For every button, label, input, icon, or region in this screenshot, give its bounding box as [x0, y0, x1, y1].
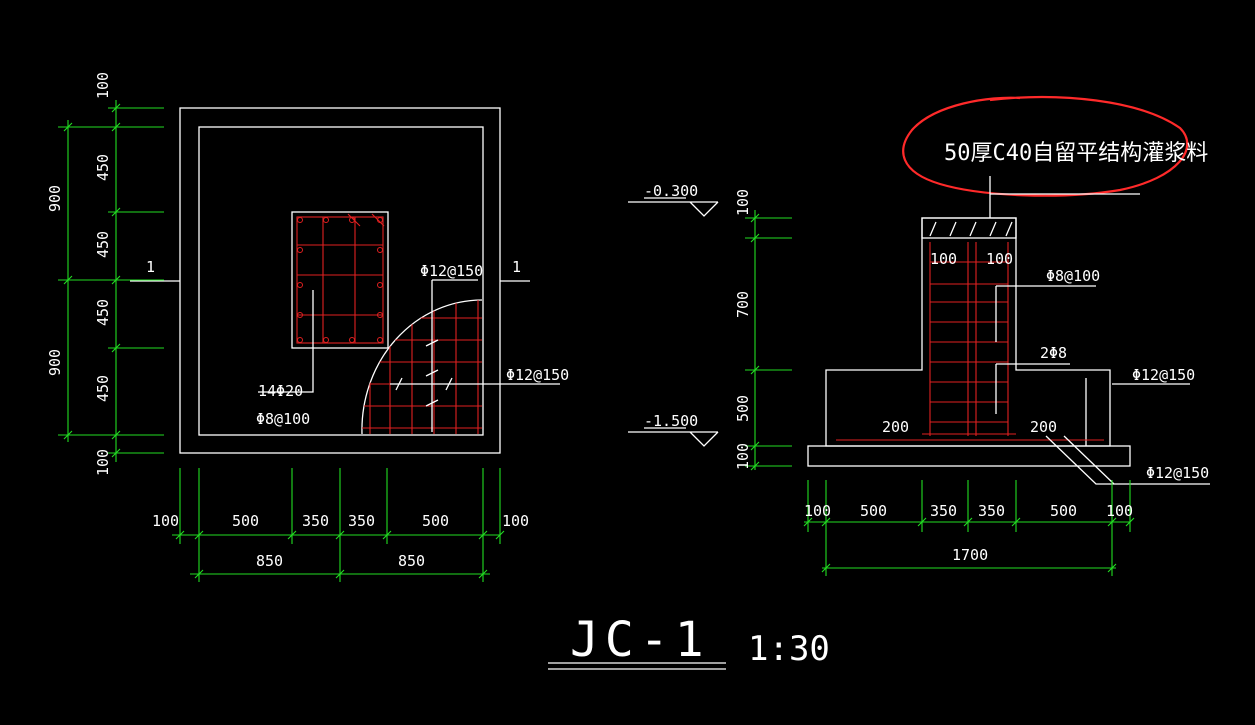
plan-bottom-dim-3: 350: [302, 512, 329, 530]
drawing-scale: 1:30: [748, 629, 830, 669]
section-bottom-dimensions: [803, 480, 1135, 576]
plan-left-dim-4: 450: [94, 299, 112, 326]
elevation-top-label: -0.300: [644, 182, 698, 200]
anchor-right-label: 200: [1030, 418, 1057, 436]
bar-leader: [995, 363, 1070, 414]
section-rebar: [836, 242, 1104, 441]
section-view: -0.300 -1.500 100 700 500 100: [628, 95, 1210, 576]
section-bottom-total: 1700: [952, 546, 988, 564]
section-mark-right: 1: [512, 258, 521, 276]
elevation-marker-bottom: [628, 427, 719, 447]
plan-bottom-dimensions: [172, 468, 505, 582]
title-underline: [548, 662, 726, 670]
grout-note-text: 50厚C40自留平结构灌浆料: [944, 141, 1208, 166]
plan-view: 1 1 14Φ20 Φ8@100 Φ12@150 Φ12@150 100 450…: [46, 72, 569, 582]
mesh-right-label: Φ12@150: [506, 366, 569, 384]
plan-left-dim-1: 100: [94, 72, 112, 99]
plan-bottom-dim-2: 500: [232, 512, 259, 530]
plan-left-dim-6: 100: [94, 449, 112, 476]
mesh-top-label: Φ12@150: [420, 262, 483, 280]
section-bottom-dim-6: 100: [1106, 502, 1133, 520]
section-bottom-dim-4: 350: [978, 502, 1005, 520]
section-vert-dim-1: 100: [734, 189, 752, 216]
footing-inner-outline: [198, 126, 484, 436]
cushion-layer: [807, 445, 1131, 467]
bar-label: 2Φ8: [1040, 344, 1067, 362]
grout-note-highlight: [902, 95, 1189, 197]
column-bars-leader: [258, 290, 314, 393]
section-vert-dim-3: 500: [734, 395, 752, 422]
plan-bottom-dim-5: 500: [422, 512, 449, 530]
drawing-title: JC-1: [570, 612, 710, 668]
col-cover-right: 100: [986, 250, 1013, 268]
plan-left-dim-2: 450: [94, 154, 112, 181]
plan-bottom-dim-4: 350: [348, 512, 375, 530]
section-bottom-dim-2: 500: [860, 502, 887, 520]
anchor-left-label: 200: [882, 418, 909, 436]
section-mark-left: 1: [146, 258, 155, 276]
elevation-marker-top: [628, 197, 719, 217]
column-ties-label: Φ8@100: [256, 410, 310, 428]
plan-left-dim-3: 450: [94, 231, 112, 258]
grout-hatch: [929, 221, 1013, 237]
plan-left-dim-5: 450: [94, 375, 112, 402]
stirrup-label: Φ8@100: [1046, 267, 1100, 285]
section-bottom-dim-1: 100: [804, 502, 831, 520]
plan-bottom-total-2: 850: [398, 552, 425, 570]
column-bars-label: 14Φ20: [258, 382, 303, 400]
section-vert-dim-4: 100: [734, 443, 752, 470]
plan-bottom-total-1: 850: [256, 552, 283, 570]
plan-rebar-mesh-detail: [361, 280, 483, 435]
stirrup-leader: [995, 285, 1096, 342]
section-bottom-dim-5: 500: [1050, 502, 1077, 520]
elevation-bottom-label: -1.500: [644, 412, 698, 430]
plan-column: [291, 211, 389, 349]
plan-left-dimensions: [58, 100, 164, 462]
plan-bottom-dim-1: 100: [152, 512, 179, 530]
section-vert-dim-2: 700: [734, 291, 752, 318]
section-vertical-dimensions: [745, 210, 792, 471]
grout-note-leader: [989, 176, 1140, 218]
drawing-title-block: JC-1 1:30: [548, 612, 830, 670]
bottom-mesh-leader: [1045, 435, 1210, 485]
col-cover-left: 100: [930, 250, 957, 268]
grout-layer: [921, 217, 1017, 239]
section-bottom-dim-3: 350: [930, 502, 957, 520]
footing-rebar-label: Φ12@150: [1132, 366, 1195, 384]
plan-bottom-dim-6: 100: [502, 512, 529, 530]
plan-left-total-2: 900: [46, 349, 64, 376]
bottom-mesh-label: Φ12@150: [1146, 464, 1209, 482]
plan-left-total-1: 900: [46, 185, 64, 212]
